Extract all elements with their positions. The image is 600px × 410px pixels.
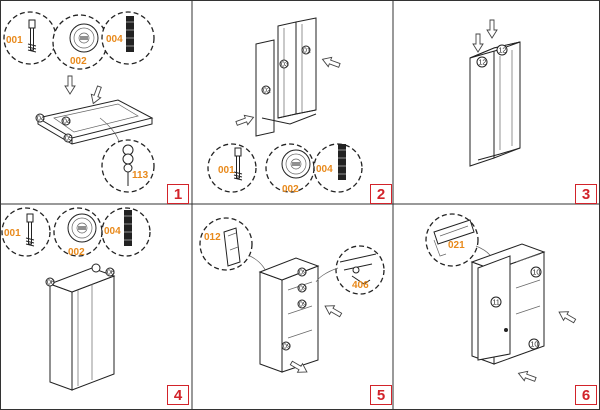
part-label: 113 — [132, 170, 149, 181]
part-001-callout — [1, 207, 51, 257]
cam-lock-icon — [67, 213, 97, 243]
step-number: 6 — [575, 385, 597, 405]
cam-lock-icon — [281, 149, 311, 179]
panel-label: 03 — [281, 62, 289, 69]
part-label: 004 — [316, 164, 333, 175]
left-arrow-icon — [516, 368, 538, 385]
part-label: 004 — [104, 226, 121, 237]
part-406-callout — [335, 245, 385, 295]
left-arrow-icon — [322, 301, 344, 320]
panel-label: 04 — [37, 116, 45, 123]
part-label: 002 — [282, 184, 299, 195]
right-arrow-icon — [234, 112, 256, 129]
panel-label: 12 — [479, 60, 487, 67]
down-arrow-icon — [64, 75, 76, 95]
panel-label: 04 — [63, 119, 71, 126]
panel-label: 09 — [299, 270, 307, 277]
panel-label: 11 — [493, 300, 500, 307]
part-label: 001 — [4, 228, 21, 239]
left-arrow-icon — [320, 54, 342, 71]
part-label: 001 — [218, 165, 235, 176]
panel-label: 05 — [65, 136, 73, 143]
part-001-callout — [207, 143, 257, 193]
panel-label: 10 — [533, 270, 541, 277]
step-4-drawing: 001 002 004 06 06 — [1, 207, 151, 391]
hinge-icon — [223, 227, 241, 267]
step-2-drawing: 03 01 02 001 002 004 — [207, 17, 363, 195]
door-panel — [477, 255, 511, 361]
down-arrow-icon — [486, 19, 498, 39]
part-label: 004 — [106, 34, 123, 45]
panel-label: 09 — [283, 344, 291, 351]
panel-label: 09 — [299, 286, 307, 293]
panel-label: 12 — [499, 48, 507, 55]
panel-label: 09 — [299, 302, 307, 309]
part-label: 001 — [6, 35, 23, 46]
down-arrow-icon — [88, 84, 105, 106]
step-5-drawing: 012 09 09 09 09 406 — [199, 217, 385, 377]
step-3-drawing: 12 12 — [469, 19, 521, 167]
dowel-icon — [337, 143, 347, 181]
step-6-drawing: 021 10 11 10 — [425, 213, 578, 385]
panel-label: 10 — [531, 342, 539, 349]
panel-label: 01 — [303, 48, 311, 55]
panel-label: 06 — [47, 280, 55, 287]
panel-label: 06 — [107, 270, 115, 277]
panel-label: 02 — [263, 88, 271, 95]
part-label: 002 — [70, 56, 87, 67]
cam-lock-icon — [69, 23, 99, 53]
part-label: 012 — [204, 232, 221, 243]
part-label: 002 — [68, 247, 85, 258]
part-label: 021 — [448, 240, 465, 251]
dowel-icon — [125, 15, 135, 53]
step-number: 1 — [167, 184, 189, 204]
shelf-support-icon — [433, 219, 475, 245]
part-label: 406 — [352, 280, 369, 291]
step-number: 5 — [370, 385, 392, 405]
step-1-drawing: 001 002 004 04 04 05 113 — [3, 11, 155, 193]
step-number: 4 — [167, 385, 189, 405]
down-arrow-icon — [472, 33, 484, 53]
step-number: 2 — [370, 184, 392, 204]
left-arrow-icon — [556, 307, 578, 326]
step-number: 3 — [575, 184, 597, 204]
dowel-icon — [123, 209, 133, 247]
